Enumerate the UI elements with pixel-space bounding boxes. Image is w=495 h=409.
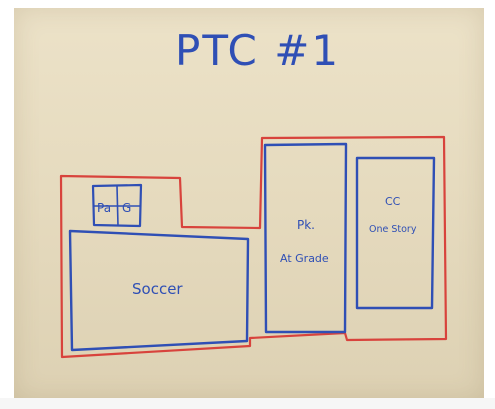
cc-label-line1: CC <box>385 195 401 208</box>
site-boundary-outline <box>59 135 448 359</box>
bottom-strip <box>0 398 495 409</box>
pk-label-line1: Pk. <box>297 218 315 232</box>
pg-box: Pa G <box>91 183 143 228</box>
paper-sheet <box>14 8 484 400</box>
pg-left-label: Pa <box>97 201 111 215</box>
parking-at-grade: Pk. At Grade <box>263 142 348 334</box>
soccer-label: Soccer <box>132 280 183 298</box>
cc-one-story: CC One Story <box>355 156 436 310</box>
plan-title: PTC #1 <box>175 26 340 75</box>
cc-label-line2: One Story <box>369 224 417 235</box>
soccer-field: Soccer <box>68 229 250 352</box>
pg-right-label: G <box>122 201 131 215</box>
pk-label-line2: At Grade <box>280 252 329 265</box>
